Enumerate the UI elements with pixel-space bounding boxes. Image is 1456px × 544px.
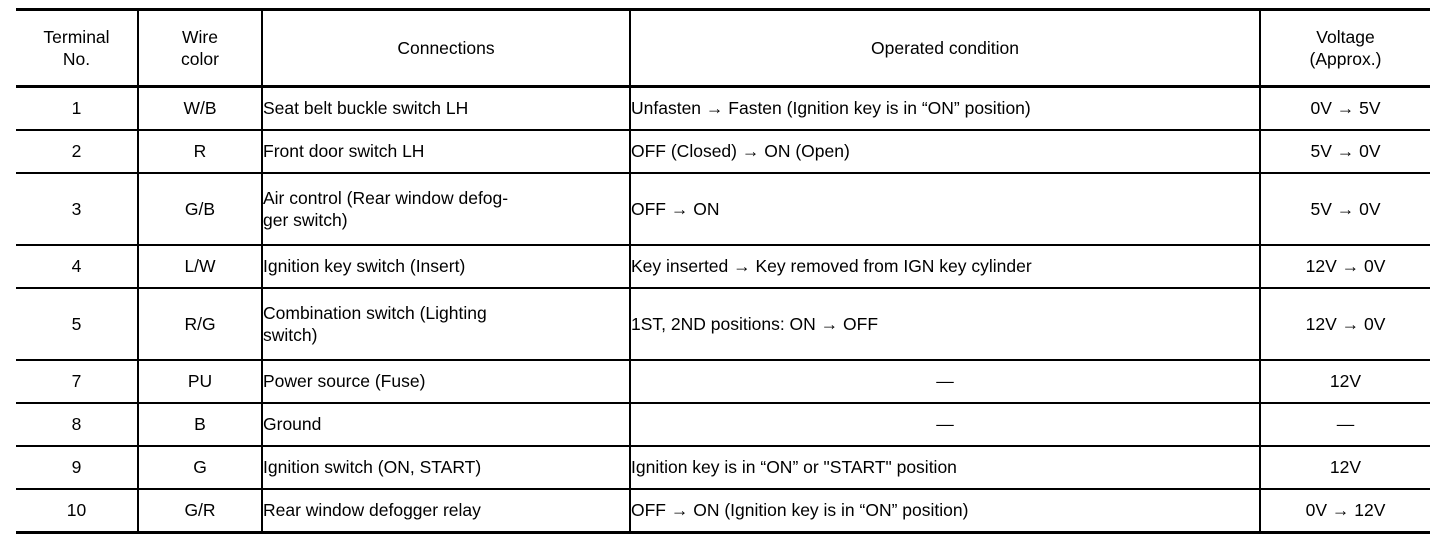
table-row: 9 G Ignition switch (ON, START) Ignition… [16, 446, 1430, 490]
cell-voltage: 5V → 0V [1260, 130, 1430, 174]
cell-wire-color: R/G [138, 288, 263, 361]
column-header-connections: Connections [262, 8, 631, 88]
header-row: Terminal No. Wire color Connections Oper… [16, 8, 1430, 88]
cell-terminal-no: 4 [16, 245, 139, 289]
cell-wire-color: B [138, 403, 263, 447]
cell-operated-condition: OFF → ON (Ignition key is in “ON” positi… [630, 489, 1261, 534]
table-row: 2 R Front door switch LH OFF (Closed) → … [16, 130, 1430, 174]
cell-connections: Power source (Fuse) [262, 360, 631, 404]
cell-terminal-no: 5 [16, 288, 139, 361]
cell-connections: Seat belt buckle switch LH [262, 86, 631, 131]
cell-operated-condition: 1ST, 2ND positions: ON → OFF [630, 288, 1261, 361]
column-header-voltage-approx: Voltage (Approx.) [1260, 8, 1430, 88]
table-header: Terminal No. Wire color Connections Oper… [16, 8, 1430, 88]
cell-connections: Ignition switch (ON, START) [262, 446, 631, 490]
cell-connections: Front door switch LH [262, 130, 631, 174]
cell-wire-color: L/W [138, 245, 263, 289]
cell-connections: Ground [262, 403, 631, 447]
cell-wire-color: R [138, 130, 263, 174]
cell-wire-color: PU [138, 360, 263, 404]
table-row: 3 G/B Air control (Rear window defog- ge… [16, 173, 1430, 246]
cell-terminal-no: 2 [16, 130, 139, 174]
cell-wire-color: G [138, 446, 263, 490]
cell-connections: Ignition key switch (Insert) [262, 245, 631, 289]
column-header-operated-condition: Operated condition [630, 8, 1261, 88]
cell-operated-condition: OFF (Closed) → ON (Open) [630, 130, 1261, 174]
table-body: 1 W/B Seat belt buckle switch LH Unfaste… [16, 86, 1430, 534]
cell-operated-condition: Key inserted → Key removed from IGN key … [630, 245, 1261, 289]
cell-terminal-no: 8 [16, 403, 139, 447]
cell-voltage: — [1260, 403, 1430, 447]
cell-operated-condition: Ignition key is in “ON” or "START" posit… [630, 446, 1261, 490]
table-row: 7 PU Power source (Fuse) — 12V [16, 360, 1430, 404]
cell-operated-condition: Unfasten → Fasten (Ignition key is in “O… [630, 86, 1261, 131]
table-row: 5 R/G Combination switch (Lighting switc… [16, 288, 1430, 361]
cell-wire-color: G/B [138, 173, 263, 246]
cell-operated-condition: — [630, 403, 1261, 447]
cell-wire-color: G/R [138, 489, 263, 534]
cell-voltage: 0V → 12V [1260, 489, 1430, 534]
cell-voltage: 12V [1260, 360, 1430, 404]
column-header-wire-color: Wire color [138, 8, 263, 88]
cell-terminal-no: 7 [16, 360, 139, 404]
cell-voltage: 5V → 0V [1260, 173, 1430, 246]
column-header-terminal-no: Terminal No. [16, 8, 139, 88]
cell-terminal-no: 1 [16, 86, 139, 131]
table-row: 4 L/W Ignition key switch (Insert) Key i… [16, 245, 1430, 289]
cell-operated-condition: OFF → ON [630, 173, 1261, 246]
cell-terminal-no: 9 [16, 446, 139, 490]
cell-voltage: 0V → 5V [1260, 86, 1430, 131]
table-row: 8 B Ground — — [16, 403, 1430, 447]
cell-voltage: 12V → 0V [1260, 288, 1430, 361]
cell-terminal-no: 3 [16, 173, 139, 246]
cell-terminal-no: 10 [16, 489, 139, 534]
cell-voltage: 12V → 0V [1260, 245, 1430, 289]
table-row: 10 G/R Rear window defogger relay OFF → … [16, 489, 1430, 534]
cell-connections: Combination switch (Lighting switch) [262, 288, 631, 361]
cell-wire-color: W/B [138, 86, 263, 131]
terminal-voltage-table: Terminal No. Wire color Connections Oper… [16, 8, 1430, 534]
cell-connections: Air control (Rear window defog- ger swit… [262, 173, 631, 246]
cell-connections: Rear window defogger relay [262, 489, 631, 534]
cell-voltage: 12V [1260, 446, 1430, 490]
cell-operated-condition: — [630, 360, 1261, 404]
table-row: 1 W/B Seat belt buckle switch LH Unfaste… [16, 86, 1430, 131]
